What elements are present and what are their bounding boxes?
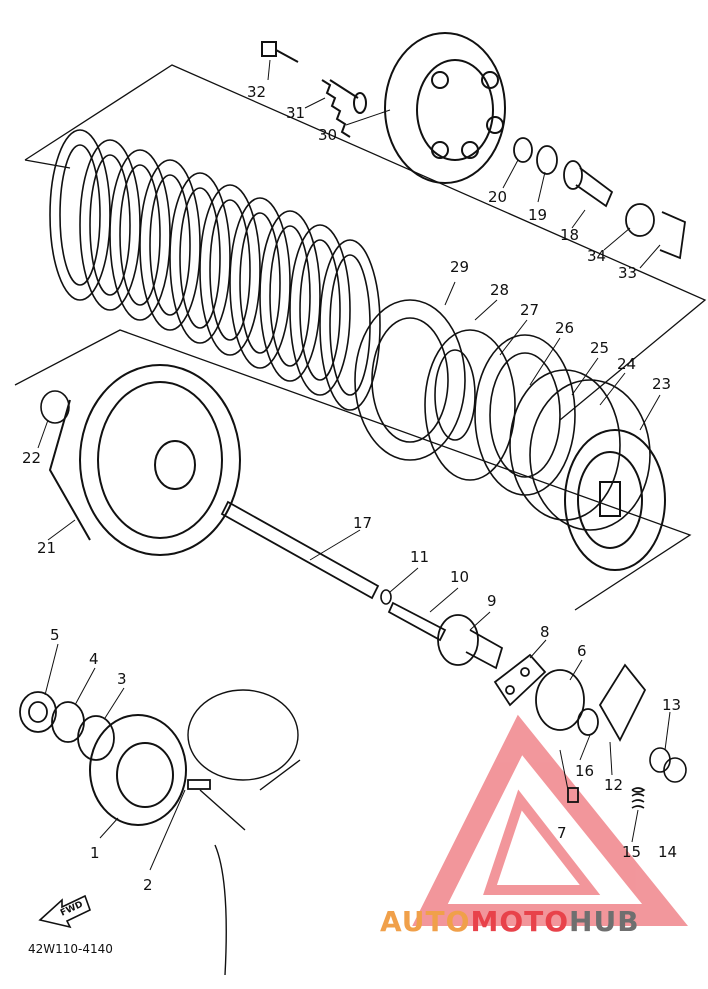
watermark-logo [412, 714, 688, 926]
washer-13 [649, 747, 671, 773]
callout-19: 19 [528, 206, 547, 224]
callout-4: 4 [89, 650, 99, 668]
watermark-hub: HUB [569, 905, 640, 938]
diagram-code: 42W110-4140 [28, 942, 113, 956]
callout-14: 14 [658, 843, 677, 861]
leader-lines [37, 59, 671, 871]
callout-29: 29 [450, 258, 469, 276]
callout-9: 9 [487, 592, 497, 610]
callout-labels: 1 2 3 4 5 6 7 8 9 10 11 12 13 14 15 16 1… [22, 83, 681, 894]
push-rod-17 [220, 500, 380, 600]
clutch-housing [48, 364, 241, 556]
callout-8: 8 [540, 623, 550, 641]
lock-washer-4 [51, 701, 85, 743]
spring-15 [631, 787, 646, 809]
callout-27: 27 [520, 301, 539, 319]
collar-16 [577, 708, 599, 736]
clutch-spring [321, 79, 367, 138]
callout-18: 18 [560, 226, 579, 244]
callout-16: 16 [575, 762, 594, 780]
bolt-32 [261, 41, 299, 63]
push-rod-parts [513, 137, 686, 260]
callout-10: 10 [450, 568, 469, 586]
crankshaft-outline [187, 689, 301, 976]
callout-21: 21 [37, 539, 56, 557]
thrust-plate-22 [40, 390, 70, 424]
callout-13: 13 [662, 696, 681, 714]
lever-12 [598, 663, 647, 742]
nut-14 [663, 757, 687, 783]
callout-32: 32 [247, 83, 266, 101]
plate-8 [493, 653, 547, 707]
pressure-plate [384, 32, 506, 184]
key-2 [187, 779, 211, 790]
callout-3: 3 [117, 670, 127, 688]
callout-6: 6 [577, 642, 587, 660]
callout-20: 20 [488, 188, 507, 206]
callout-11: 11 [410, 548, 429, 566]
callout-5: 5 [50, 626, 60, 644]
callout-30: 30 [318, 126, 337, 144]
callout-12: 12 [604, 776, 623, 794]
callout-17: 17 [353, 514, 372, 532]
fwd-arrow-icon: FWD [38, 894, 91, 929]
push-rod-10 [387, 601, 447, 642]
watermark-auto: AUTO [380, 905, 471, 938]
callout-24: 24 [617, 355, 636, 373]
bearing-6 [535, 669, 585, 731]
o-ring-11 [380, 589, 392, 605]
callout-31: 31 [286, 104, 305, 122]
callout-23: 23 [652, 375, 671, 393]
callout-2: 2 [143, 876, 153, 894]
callout-34: 34 [587, 247, 606, 265]
nut-5 [19, 691, 57, 733]
callout-28: 28 [490, 281, 509, 299]
watermark-moto: MOTO [470, 905, 570, 938]
callout-22: 22 [22, 449, 41, 467]
callout-15: 15 [622, 843, 641, 861]
clutch-boss [564, 429, 666, 571]
callout-26: 26 [555, 319, 574, 337]
callout-1: 1 [90, 844, 100, 862]
plate-3 [77, 715, 115, 761]
callout-33: 33 [618, 264, 637, 282]
callout-25: 25 [590, 339, 609, 357]
primary-drive-gear-1 [89, 714, 187, 826]
callout-7: 7 [557, 824, 567, 842]
push-lever-9 [437, 614, 504, 670]
clutch-plates [49, 129, 651, 531]
pin-7 [567, 787, 579, 803]
watermark-wordmark: AUTOMOTOHUB [380, 905, 640, 938]
